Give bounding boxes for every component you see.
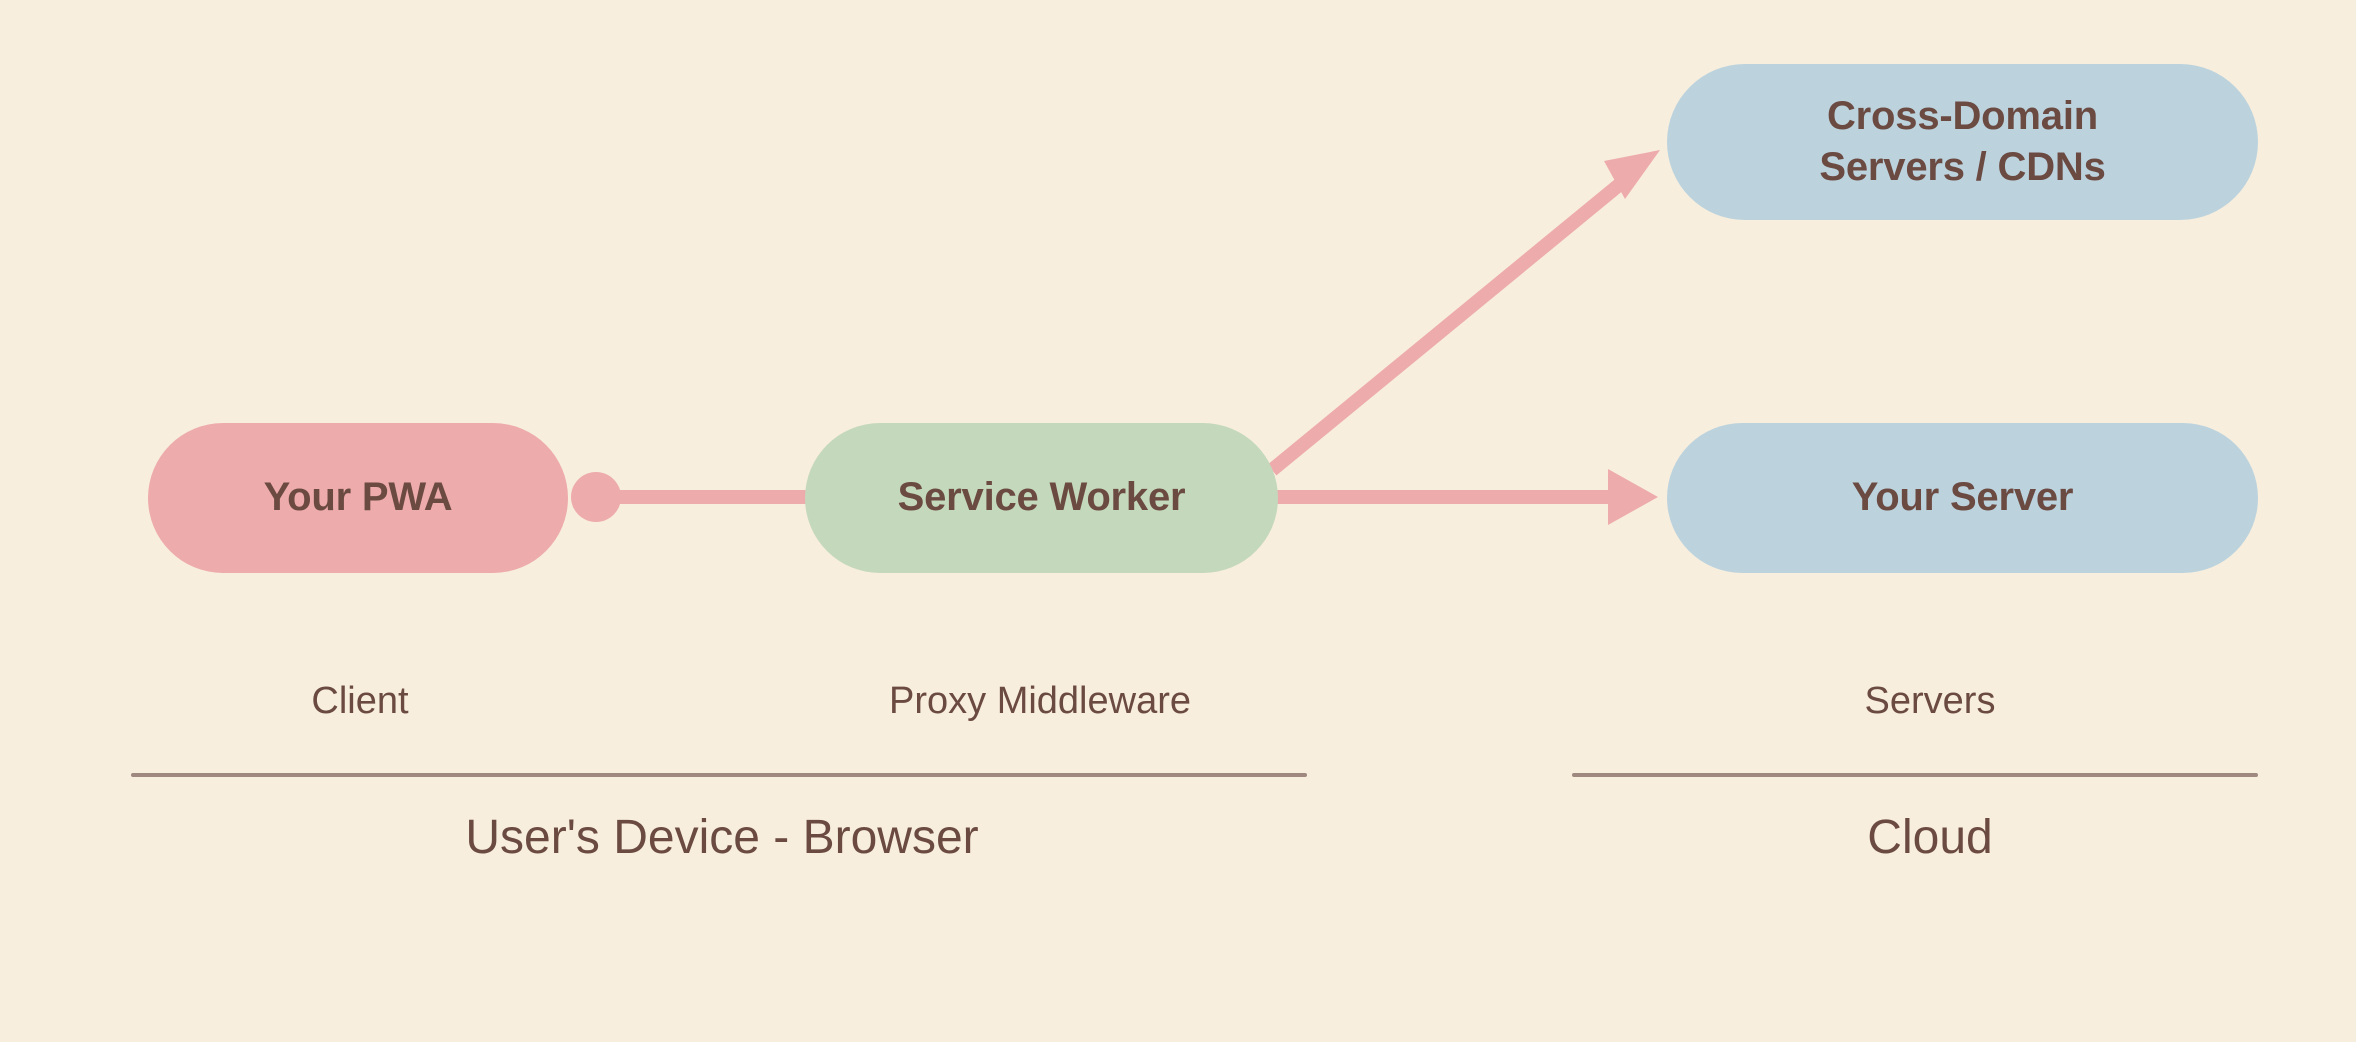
connector-start-dot-icon xyxy=(571,472,621,522)
group-title-cloud: Cloud xyxy=(1867,811,1993,864)
connector-service-worker-to-cross-domain xyxy=(1267,150,1660,476)
zone-label-servers: Servers xyxy=(1864,680,1996,722)
node-your-pwa-label: Your PWA xyxy=(263,475,453,520)
group-divider-cloud xyxy=(1572,773,2258,777)
node-service-worker-label: Service Worker xyxy=(897,475,1186,520)
node-service-worker[interactable]: Service Worker xyxy=(805,423,1278,573)
group-title-users-device: User's Device - Browser xyxy=(465,811,979,864)
arrowhead-icon xyxy=(1604,150,1660,199)
node-your-server[interactable]: Your Server xyxy=(1667,423,2258,573)
node-cross-domain-servers[interactable]: Cross-Domain Servers / CDNs xyxy=(1667,64,2258,220)
node-your-pwa[interactable]: Your PWA xyxy=(148,423,568,573)
connector-service-worker-to-your-server xyxy=(1272,469,1658,525)
connector-line xyxy=(1267,174,1630,476)
zone-label-client: Client xyxy=(311,680,409,722)
node-cross-domain-servers-label: Cross-Domain Servers / CDNs xyxy=(1819,93,2106,189)
node-your-server-label: Your Server xyxy=(1851,475,2074,520)
connector-pwa-to-service-worker xyxy=(571,472,810,522)
group-divider-device xyxy=(131,773,1307,777)
zone-label-proxy-middleware: Proxy Middleware xyxy=(889,680,1191,722)
arrowhead-icon xyxy=(1608,469,1658,525)
